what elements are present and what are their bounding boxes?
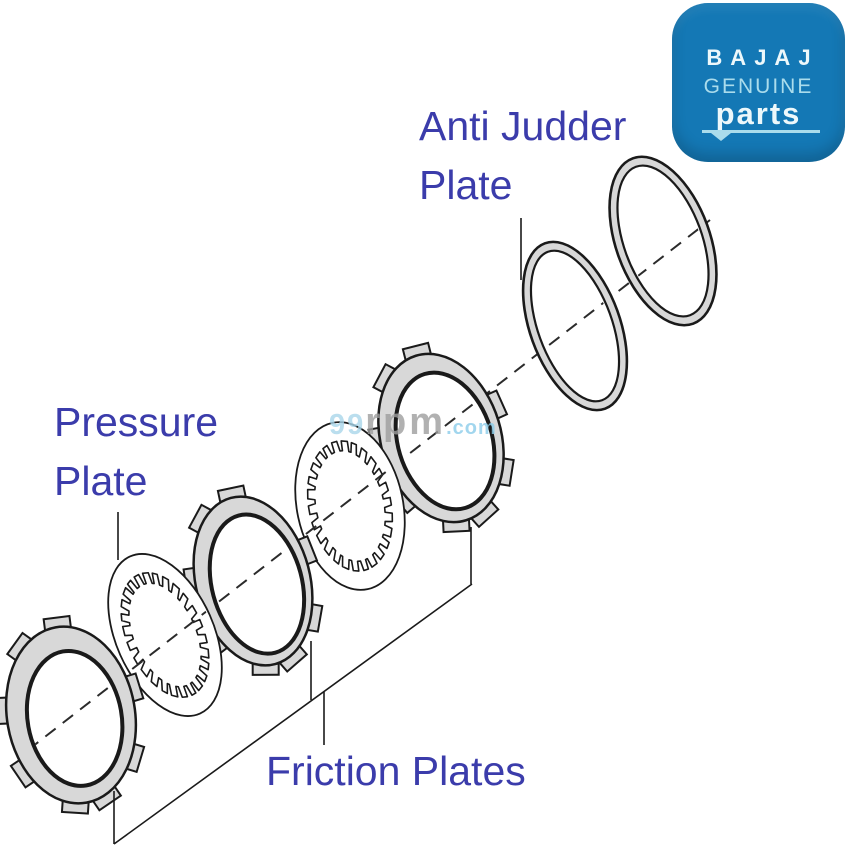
watermark-99rpm: 99 rpm .com	[329, 401, 497, 444]
label-friction-plates: Friction Plates	[266, 742, 526, 801]
friction-plate-2	[182, 484, 324, 676]
inner-spline-teeth	[120, 571, 210, 699]
label-pressure-plate: Pressure Plate	[54, 393, 218, 511]
logo-genuine-text: GENUINE	[703, 75, 814, 98]
logo-brand-text: BAJAJ	[706, 45, 819, 70]
bajaj-genuine-parts-logo: BAJAJ GENUINE parts	[672, 3, 845, 162]
leader-line	[113, 583, 473, 845]
friction-plate-1	[0, 614, 146, 815]
thin-ring-plate	[608, 155, 718, 327]
label-anti-judder-line1: Anti Judder	[419, 103, 627, 149]
label-pressure-line2: Plate	[54, 458, 148, 504]
label-anti-judder-plate: Anti Judder Plate	[419, 97, 626, 215]
center-axis-line	[87, 539, 243, 731]
friction-plate-3	[367, 341, 515, 534]
label-pressure-line1: Pressure	[54, 399, 219, 445]
watermark-domain: .com	[446, 417, 497, 439]
logo-underline-icon	[702, 130, 820, 141]
label-friction-text: Friction Plates	[266, 748, 526, 794]
label-anti-judder-line2: Plate	[419, 162, 513, 208]
plain-plate	[294, 421, 406, 591]
watermark-number: 99	[329, 409, 366, 441]
watermark-rpm: rpm	[365, 401, 447, 443]
logo-parts-text: parts	[715, 96, 802, 131]
inner-spline-teeth	[306, 440, 394, 572]
